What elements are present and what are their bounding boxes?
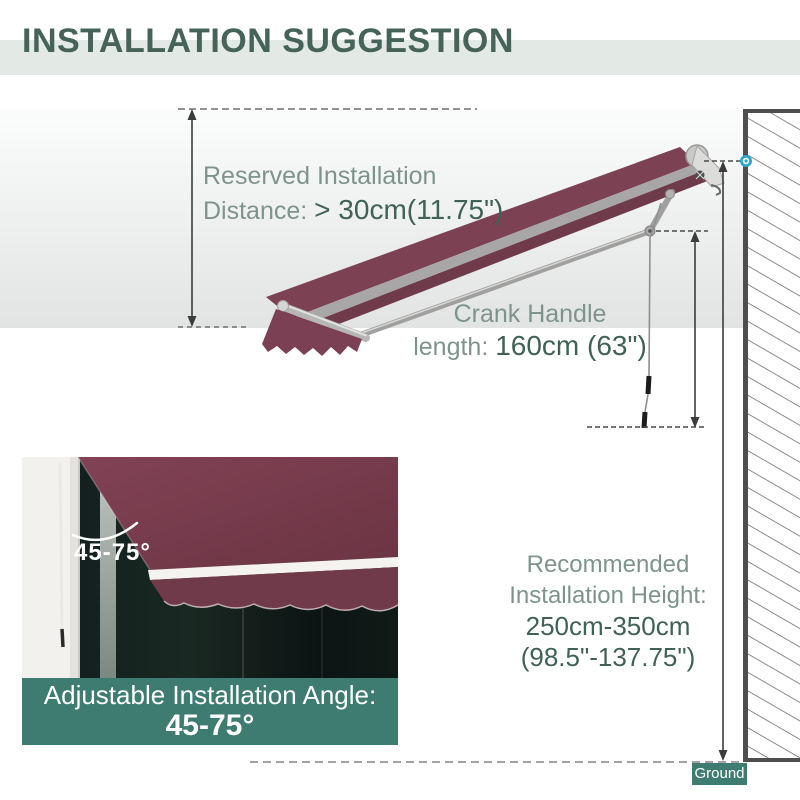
reserved-distance-line2: Distance: > 30cm(11.75") [203,193,503,228]
photo-front-bar [148,557,398,580]
angle-caption: Adjustable Installation Angle: 45-75° [22,678,398,745]
reserved-distance-label: Distance: [203,197,315,225]
awning-fabric [266,147,697,318]
crank-handle-line1: Crank Handle [453,300,607,328]
page-title: INSTALLATION SUGGESTION [22,22,514,60]
bracket-hook [710,184,722,196]
photo-valance [150,567,398,611]
crank-handle-note: Crank Handle length: 160cm (63") [385,298,675,363]
recommended-height-line1: Recommended [526,551,690,578]
front-bar-cap [277,300,289,312]
shoulder-joint [665,189,675,199]
awning-graphic [262,144,725,429]
crank-grip-lower [641,411,648,429]
crank-grip-upper [645,375,652,395]
crank-length-dimension [587,230,708,428]
wall-hatch [748,113,800,758]
photo-awning-fabric [78,457,398,570]
crank-handle-label: length: [413,333,496,361]
angle-inset: 45-75° Adjustable Installation Angle: 45… [22,457,398,745]
recommended-height-line2: Installation Height: [509,582,707,609]
angle-arc-icon [71,521,139,542]
awning-fabric-stripe [292,163,703,327]
front-bar [280,303,370,342]
reserved-distance-value: > 30cm(11.75") [314,194,504,225]
mount-point-marker [740,155,752,167]
door-frame-pillar [22,457,78,678]
crank-handle-rod [648,202,662,377]
reserved-distance-note: Reserved Installation Distance: > 30cm(1… [203,160,503,228]
angle-caption-line1: Adjustable Installation Angle: [43,680,377,710]
angle-value-overlay: 45-75° [74,539,151,566]
folding-arm-lower [349,228,653,341]
photo-crank-rod [58,462,64,634]
recommended-height-note: Recommended Installation Height: 250cm-3… [458,549,758,673]
reserved-distance-line1: Reserved Installation [203,162,437,190]
wall-bracket [691,145,725,188]
angle-caption-line2: 45-75° [165,709,255,742]
window-reflection-strip [100,457,116,678]
angle-photo-graphic [22,457,398,678]
awning-valance [262,309,362,356]
wall [743,109,800,762]
height-dimension [704,160,740,761]
awning-fabric-lower [300,171,710,336]
ground-label: Ground [692,763,747,785]
crank-handle-line2: length: 160cm (63") [385,330,675,363]
title-band [0,40,800,75]
reserved-distance-dimension [178,108,477,328]
recommended-height-value-in: (98.5"-137.75") [520,642,696,672]
recommended-height-value-cm: 250cm-350cm [525,611,691,641]
angle-photo: 45-75° [22,457,398,678]
crank-handle-value: 160cm (63") [495,330,647,361]
